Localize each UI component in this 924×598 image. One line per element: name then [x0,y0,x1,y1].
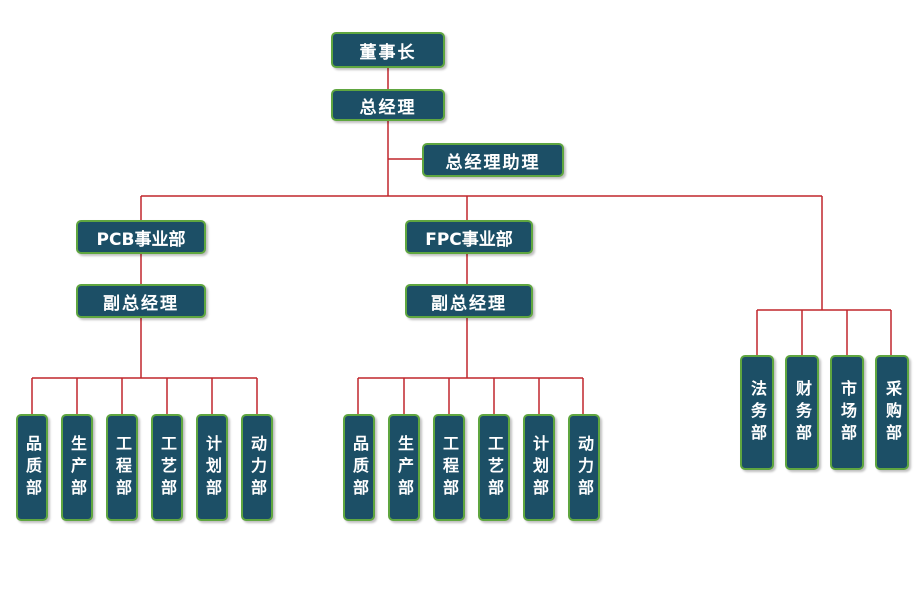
pcb-dept-quality: 品质部 [16,414,48,521]
fpc-dept-power: 动力部 [568,414,600,521]
fpc-division-box: FPC事业部 [405,220,533,254]
support-dept-legal: 法务部 [740,355,774,470]
support-dept-marketing: 市场部 [830,355,864,470]
gm-assistant-box: 总经理助理 [422,143,564,177]
pcb-dept-planning: 计划部 [196,414,228,521]
fpc-dept-process: 工艺部 [478,414,510,521]
support-dept-finance: 财务部 [785,355,819,470]
pcb-dept-production: 生产部 [61,414,93,521]
general-manager-box: 总经理 [331,89,445,121]
fpc-dept-engineering: 工程部 [433,414,465,521]
fpc-dept-production: 生产部 [388,414,420,521]
fpc-deputy-gm-box: 副总经理 [405,284,533,318]
fpc-dept-planning: 计划部 [523,414,555,521]
support-dept-procurement: 采购部 [875,355,909,470]
pcb-dept-process: 工艺部 [151,414,183,521]
pcb-dept-power: 动力部 [241,414,273,521]
pcb-deputy-gm-box: 副总经理 [76,284,206,318]
chairman-box: 董事长 [331,32,445,68]
fpc-dept-quality: 品质部 [343,414,375,521]
pcb-division-box: PCB事业部 [76,220,206,254]
pcb-dept-engineering: 工程部 [106,414,138,521]
